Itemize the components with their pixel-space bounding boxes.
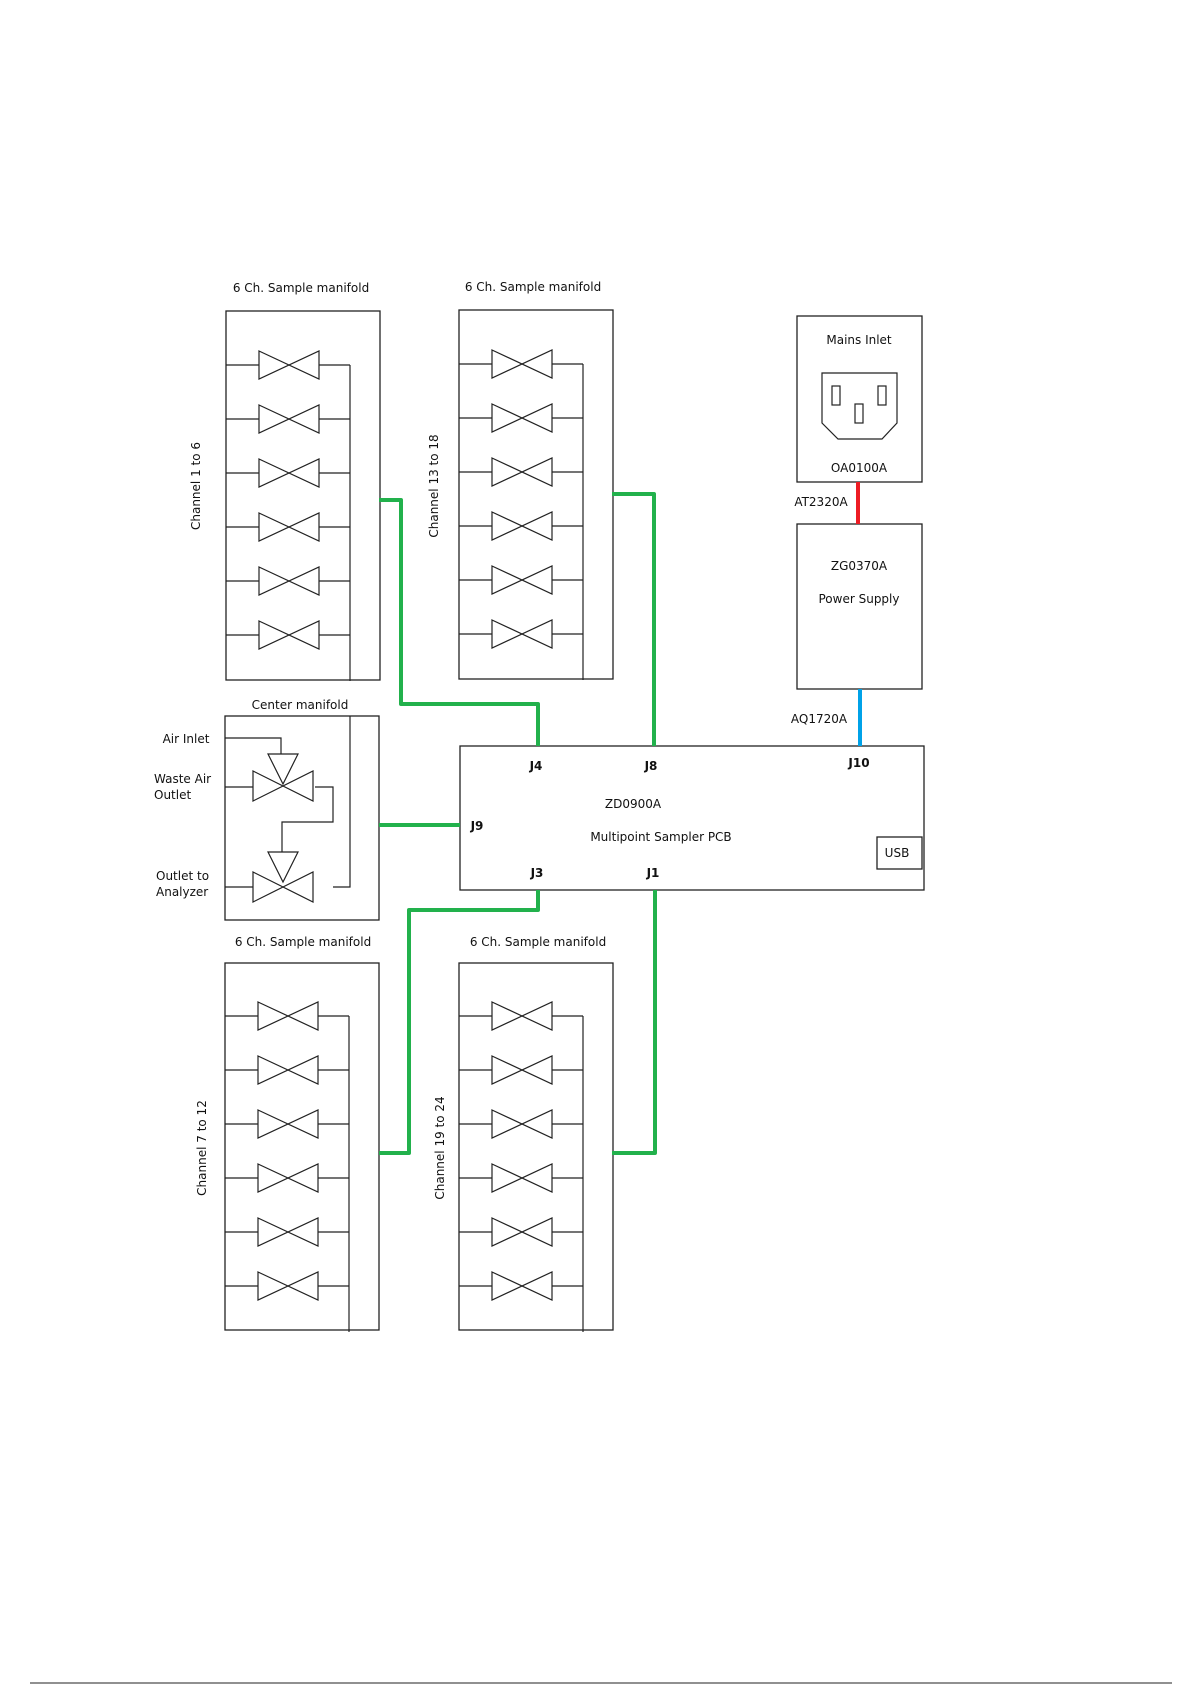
center-manifold: Center manifold Air Inlet Waste Air Outl… (154, 698, 380, 921)
three-way-valve-lower (252, 851, 314, 903)
cables: AT2320A AQ1720A (379, 482, 862, 1155)
channel-valve-icon (258, 512, 320, 542)
manifold-channel-19-24: 6 Ch. Sample manifold Channel 19 to 24 (433, 935, 614, 1332)
mains-inlet-body (796, 315, 923, 483)
manifold-title: 6 Ch. Sample manifold (470, 935, 606, 949)
channel-valve-icon (491, 1109, 553, 1139)
channel-valve-icon (257, 1163, 319, 1193)
connector-j3: J3 (530, 866, 544, 880)
manifold-title: 6 Ch. Sample manifold (233, 281, 369, 295)
three-way-valve-upper (252, 753, 314, 802)
iec-pin-earth-icon (854, 403, 864, 424)
connector-j9: J9 (470, 819, 484, 833)
channel-valve-icon (491, 349, 553, 379)
channel-valve-icon (491, 511, 553, 541)
connector-j10: J10 (847, 756, 869, 770)
waste-air-label: Waste Air (154, 772, 211, 786)
connector-j1: J1 (646, 866, 660, 880)
cable-j3-to-channel-7-12 (379, 890, 540, 1155)
iec-socket-icon (821, 372, 898, 440)
cable-j8-to-channel-13-18 (612, 492, 656, 746)
channel-valve-icon (491, 565, 553, 595)
manifold-title: 6 Ch. Sample manifold (465, 280, 601, 294)
channel-valve-icon (258, 620, 320, 650)
outlet-label: Outlet to (156, 869, 209, 883)
valve-column (225, 1001, 350, 1332)
iec-pin-right-icon (877, 385, 887, 406)
power-supply-part: ZG0370A (831, 559, 888, 573)
channel-valve-icon (491, 1055, 553, 1085)
valve-column (459, 349, 584, 680)
air-inlet-line (225, 737, 282, 754)
connector-j8: J8 (644, 759, 658, 773)
cable-j4-to-channel-1-6 (379, 498, 540, 746)
outlet-label-line2: Analyzer (156, 885, 208, 899)
usb-label: USB (885, 846, 910, 860)
mains-inlet-title: Mains Inlet (826, 333, 892, 347)
mains-inlet: Mains Inlet OA0100A (796, 315, 923, 483)
channel-valve-icon (257, 1271, 319, 1301)
channel-valve-icon (491, 1217, 553, 1247)
valve-column (459, 1001, 584, 1332)
channel-valve-icon (258, 404, 320, 434)
pcb-part: ZD0900A (605, 797, 662, 811)
manifold-channel-1-6: 6 Ch. Sample manifold Channel 1 to 6 (189, 281, 381, 681)
channel-valve-icon (257, 1001, 319, 1031)
center-manifold-return-line (333, 716, 351, 888)
manifold-body (458, 962, 614, 1331)
air-inlet-label: Air Inlet (163, 732, 210, 746)
channel-valve-icon (257, 1109, 319, 1139)
center-manifold-title: Center manifold (252, 698, 349, 712)
manifold-channel-13-18: 6 Ch. Sample manifold Channel 13 to 18 (427, 280, 614, 680)
power-supply-label: Power Supply (819, 592, 900, 606)
manifold-channel-7-12: 6 Ch. Sample manifold Channel 7 to 12 (195, 935, 380, 1332)
multipoint-sampler-pcb: ZD0900A Multipoint Sampler PCB USB J4 J8… (459, 745, 925, 891)
pcb-label: Multipoint Sampler PCB (590, 830, 731, 844)
valve-column (226, 350, 351, 681)
channel-valve-icon (491, 1001, 553, 1031)
channel-valve-icon (491, 403, 553, 433)
cable-label-at2320a: AT2320A (794, 495, 848, 509)
channel-valve-icon (257, 1217, 319, 1247)
channel-label: Channel 7 to 12 (195, 1100, 209, 1196)
channel-valve-icon (258, 566, 320, 596)
power-supply-body (796, 523, 923, 690)
channel-label: Channel 13 to 18 (427, 434, 441, 537)
channel-valve-icon (258, 458, 320, 488)
usb-port (876, 836, 923, 870)
manifold-body (225, 310, 381, 681)
channel-valve-icon (491, 619, 553, 649)
manifold-body (458, 309, 614, 680)
channel-label: Channel 19 to 24 (433, 1096, 447, 1199)
iec-pin-left-icon (831, 385, 841, 406)
manifold-body (224, 962, 380, 1331)
channel-valve-icon (257, 1055, 319, 1085)
manifold-title: 6 Ch. Sample manifold (235, 935, 371, 949)
cable-label-aq1720a: AQ1720A (791, 712, 848, 726)
channel-valve-icon (491, 1163, 553, 1193)
power-supply: ZG0370A Power Supply (796, 523, 923, 690)
cable-j1-to-channel-19-24 (612, 890, 657, 1155)
pcb-body (459, 745, 925, 891)
mains-inlet-part: OA0100A (831, 461, 888, 475)
connector-j4: J4 (529, 759, 543, 773)
channel-valve-icon (491, 457, 553, 487)
interconnect-line (281, 786, 334, 852)
channel-valve-icon (258, 350, 320, 380)
channel-valve-icon (491, 1271, 553, 1301)
waste-air-label-line2: Outlet (154, 788, 191, 802)
channel-label: Channel 1 to 6 (189, 442, 203, 530)
